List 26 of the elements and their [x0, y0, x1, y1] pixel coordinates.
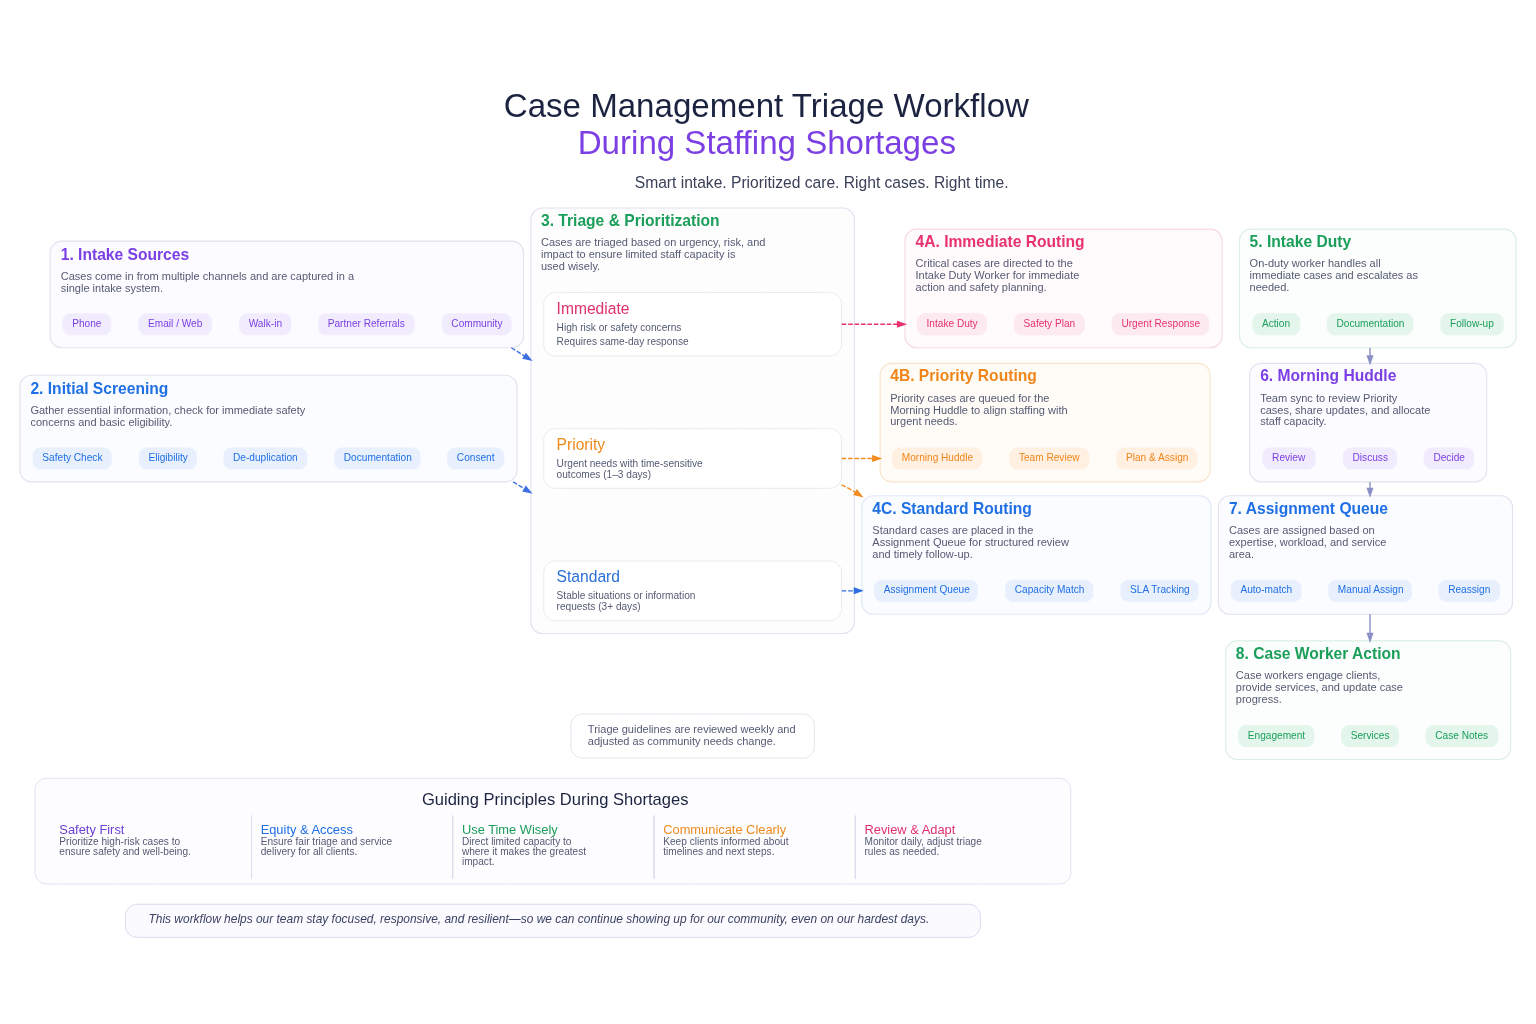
arrow: [510, 347, 533, 362]
node-box: Services: [1341, 725, 1399, 748]
node-box: Triage guidelines are reviewed weekly and adjusted as community needs change.: [570, 713, 815, 759]
arrow: [840, 484, 864, 498]
diagram-title: Case Management Triage Workflow During Staffing Shortages: [503, 86, 1029, 161]
arrow: [841, 320, 908, 328]
node-box: Documentation: [1326, 313, 1414, 336]
node-box: Follow-up: [1440, 313, 1504, 336]
arrow: [1366, 613, 1374, 643]
arrow: [512, 481, 533, 494]
node-box: Standard Stable situations or information requests (3+ days): [543, 560, 842, 622]
arrow: [1366, 347, 1374, 366]
label: Smart intake. Prioritized care. Right cases. Right time.: [634, 173, 1009, 191]
node-box: Team Review: [1009, 447, 1090, 470]
node-box: Plan & Assign: [1116, 447, 1198, 470]
node-box: Morning Huddle: [892, 447, 983, 470]
arrow: [841, 587, 864, 595]
arrow: [840, 454, 883, 462]
node-box: Immediate High risk or safety concerns Requires same-day response: [543, 292, 842, 357]
arrow: [1366, 481, 1374, 498]
node-box: This workflow helps our team stay focused, responsive, and resilient—so we can continue showing up for our community, even on our hardest days.: [125, 903, 981, 938]
node-box: Engagement: [1238, 725, 1315, 748]
node-box: Case Notes: [1425, 725, 1499, 748]
node-box: Priority Urgent needs with time-sensitive outcomes (1–3 days): [543, 428, 842, 489]
node-box: Guiding Principles During Shortages Safety First Prioritize high-risk cases to ensure safety and well-being. Equity & Access Ensure fair triage and service delivery for all clients. Use Time Wisely Direct limited capacity to where it makes the greatest impact. Communicate Clearly Keep clients informed about timelines and next steps. Review & Adapt Monitor daily, adjust triage rules as needed.: [34, 777, 1072, 885]
node-box: Action: [1252, 313, 1301, 336]
